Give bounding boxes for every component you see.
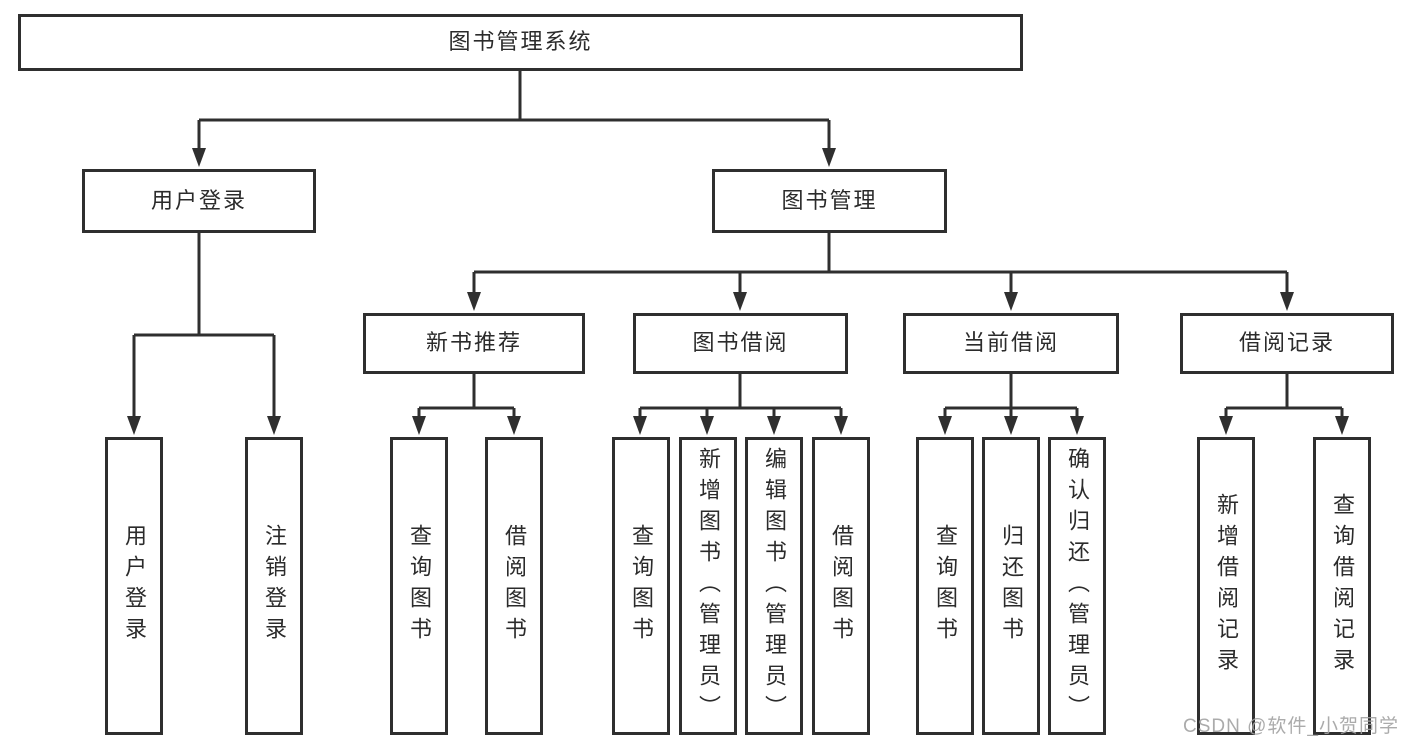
node-root-system: 图书管理系统 <box>18 14 1023 71</box>
leaf-return-book: 归还图书 <box>982 437 1040 735</box>
leaf-confirm-return-admin: 确认归还（管理员） <box>1048 437 1106 735</box>
arrowhead-icons <box>127 148 1349 435</box>
leaf-add-book-admin: 新增图书（管理员） <box>679 437 737 735</box>
leaf-edit-book-admin: 编辑图书（管理员） <box>745 437 803 735</box>
node-book-borrowing: 图书借阅 <box>633 313 848 374</box>
node-current-borrowing: 当前借阅 <box>903 313 1119 374</box>
leaf-user-login: 用户登录 <box>105 437 163 735</box>
node-new-book-recommend: 新书推荐 <box>363 313 585 374</box>
leaf-query-book-current: 查询图书 <box>916 437 974 735</box>
leaf-query-borrow-record: 查询借阅记录 <box>1313 437 1371 735</box>
leaf-borrow-book: 借阅图书 <box>812 437 870 735</box>
node-user-login: 用户登录 <box>82 169 316 233</box>
node-book-management: 图书管理 <box>712 169 947 233</box>
node-borrowing-records: 借阅记录 <box>1180 313 1394 374</box>
leaf-borrow-book-recommend: 借阅图书 <box>485 437 543 735</box>
leaf-query-book-borrowing: 查询图书 <box>612 437 670 735</box>
leaf-query-book-recommend: 查询图书 <box>390 437 448 735</box>
leaf-add-borrow-record: 新增借阅记录 <box>1197 437 1255 735</box>
csdn-watermark: CSDN @软件_小贺同学 <box>1183 716 1399 737</box>
leaf-logout: 注销登录 <box>245 437 303 735</box>
